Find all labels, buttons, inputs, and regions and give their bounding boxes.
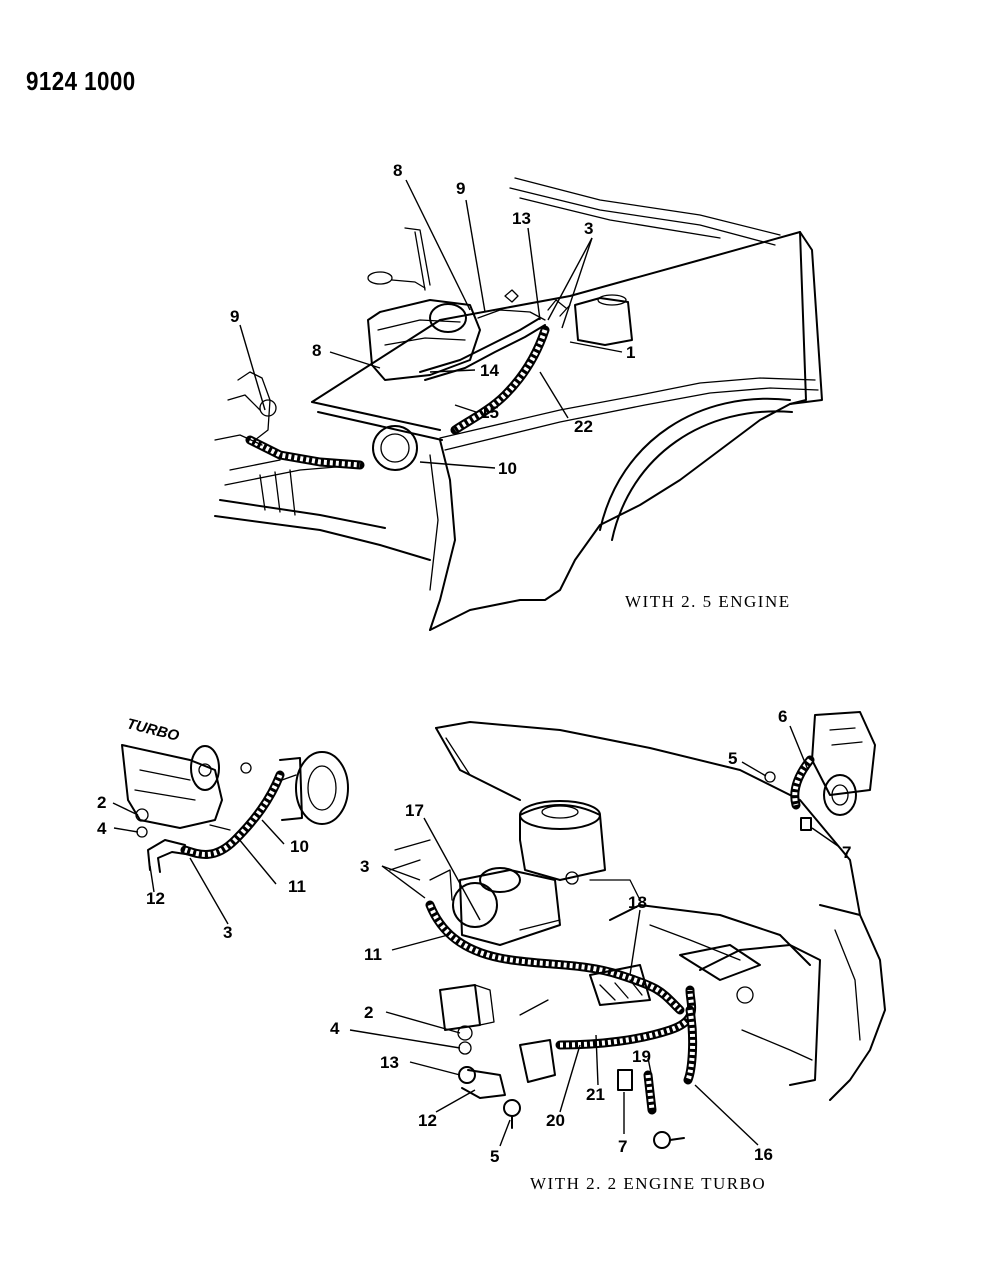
- callout-inset-11: 11: [288, 877, 306, 896]
- turbo-inset-leaders: [112, 802, 285, 925]
- callout-bay-5a: 5: [728, 749, 737, 768]
- top-view-callouts: 8 9 13 3 9 8 14 1 15 22 10: [230, 161, 635, 478]
- callout-bay-7b: 7: [618, 1137, 627, 1156]
- callout-inset-10: 10: [290, 837, 309, 856]
- callout-inset-3: 3: [223, 923, 232, 942]
- callout-bay-5b: 5: [490, 1147, 499, 1166]
- callout-bay-2: 2: [364, 1003, 373, 1022]
- turbo-bay-drawing: [389, 721, 886, 1149]
- top-view-leaders: [239, 179, 623, 469]
- callout-bay-3: 3: [360, 857, 369, 876]
- top-view-drawing: [214, 177, 823, 631]
- callout-top-10: 10: [498, 459, 517, 478]
- callout-bay-18: 18: [628, 893, 647, 912]
- callout-bay-13: 13: [380, 1053, 399, 1072]
- callout-inset-2: 2: [97, 793, 106, 812]
- turbo-inset-drawing: TURBO: [121, 715, 349, 873]
- callout-top-1: 1: [626, 343, 635, 362]
- caption-2-2-engine-turbo: WITH 2. 2 ENGINE TURBO: [530, 1174, 767, 1193]
- callout-inset-12: 12: [146, 889, 165, 908]
- callout-bay-21: 21: [586, 1085, 605, 1104]
- callout-inset-4: 4: [97, 819, 107, 838]
- callout-top-14: 14: [480, 361, 499, 380]
- turbo-engine-label: TURBO: [125, 715, 181, 744]
- caption-2-5-engine: WITH 2. 5 ENGINE: [625, 592, 791, 611]
- callout-top-9a: 9: [456, 179, 465, 198]
- turbo-inset-callouts: 2 4 12 3 11 10: [97, 793, 309, 942]
- callout-bay-4: 4: [330, 1019, 340, 1038]
- callout-bay-11: 11: [364, 945, 382, 964]
- callout-top-3: 3: [584, 219, 593, 238]
- callout-top-9b: 9: [230, 307, 239, 326]
- callout-top-13: 13: [512, 209, 531, 228]
- callout-top-22: 22: [574, 417, 593, 436]
- callout-bay-19: 19: [632, 1047, 651, 1066]
- valve-detail-drawing: [764, 711, 876, 831]
- callout-top-8b: 8: [312, 341, 321, 360]
- turbo-bay-callouts: 6 5 7 17 3 18 11 2 4 13 12 5 20 21 19 7 …: [330, 707, 851, 1166]
- callout-bay-7a: 7: [842, 843, 851, 862]
- callout-top-15: 15: [480, 403, 499, 422]
- callout-bay-20: 20: [546, 1111, 565, 1130]
- callout-bay-16: 16: [754, 1145, 773, 1164]
- turbo-bay-leaders: [349, 725, 839, 1147]
- callout-bay-6: 6: [778, 707, 787, 726]
- callout-bay-17: 17: [405, 801, 424, 820]
- doc-number: 9124 1000: [26, 66, 136, 96]
- callout-top-8a: 8: [393, 161, 402, 180]
- callout-bay-12: 12: [418, 1111, 437, 1130]
